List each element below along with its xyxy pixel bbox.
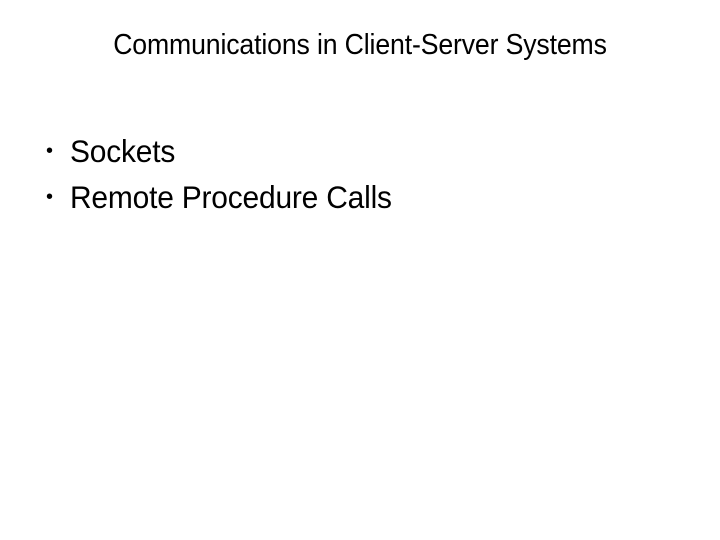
bullet-item-label-remote-procedure-calls: Remote Procedure Calls	[70, 179, 392, 215]
list-item: • Remote Procedure Calls	[40, 174, 680, 220]
bullet-point-icon: •	[46, 186, 53, 208]
bullet-list: • Sockets • Remote Procedure Calls	[40, 128, 680, 220]
list-item: • Sockets	[40, 128, 680, 174]
bullet-item-label-sockets: Sockets	[70, 133, 176, 169]
slide-title: Communications in Client-Server Systems	[113, 29, 607, 61]
bullet-point-icon: •	[46, 140, 53, 162]
